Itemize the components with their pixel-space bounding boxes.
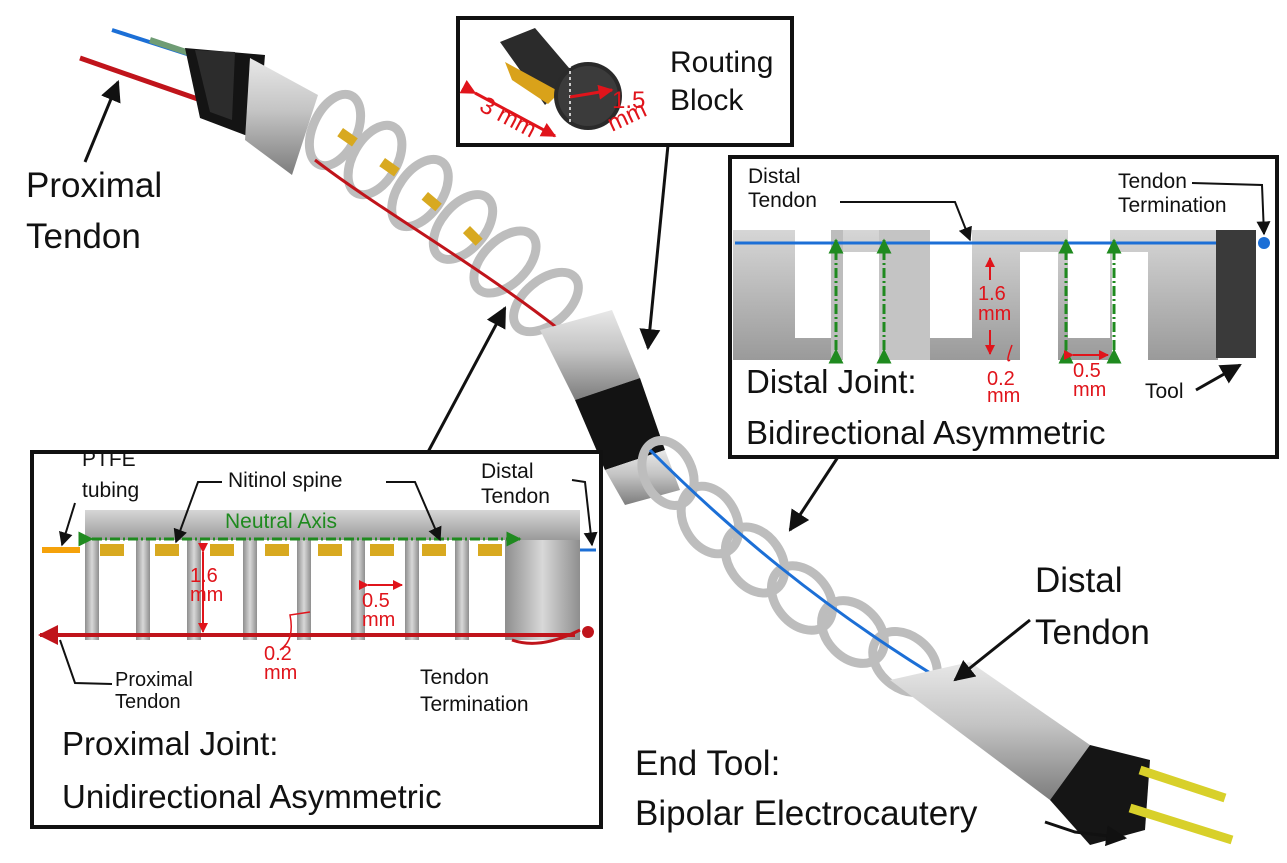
proximal-termination-dot: [582, 626, 594, 638]
distal-joint-inset: 1.6 mm 0.2 mm 0.5 mm Distal Tendon Tendo…: [728, 155, 1279, 459]
end-tool-pointer: [1044, 820, 1128, 847]
distal-inset-tendon-label: Distal: [748, 165, 801, 188]
proximal-inset-tendon-label: Proximal: [115, 669, 193, 691]
distal-dim-gap: 0.5: [1073, 360, 1101, 382]
routing-block-inset: 3 mm 1.5 mm Routing Block: [456, 16, 794, 147]
distal-joint-title-2: Bidirectional Asymmetric: [746, 414, 1105, 451]
distal-inset-tool-label: Tool: [1145, 380, 1184, 403]
proximal-tendon-pointer: [83, 80, 121, 163]
end-gray-segment: [890, 662, 1090, 800]
routing-block-label: Routing: [670, 46, 773, 79]
proximal-rings: [304, 89, 583, 337]
proximal-joint-ribs: [85, 540, 469, 640]
ptfe-label-2: tubing: [82, 479, 139, 502]
proximal-inset-distal-tendon-label: Distal: [481, 460, 534, 483]
routing-block-3d-icon: [459, 28, 622, 138]
tendon-termination-dot: [1258, 237, 1270, 249]
distal-dim-gap-unit: mm: [1073, 379, 1106, 401]
robot-body: [79, 28, 1234, 845]
proximal-inset-termination-label-2: Termination: [420, 693, 529, 716]
proximal-tendon-in-body: [314, 158, 561, 332]
routing-dim-radius: 1.5: [612, 87, 645, 114]
black-base-highlight: [195, 50, 235, 120]
end-tool-label-2: Bipolar Electrocautery: [635, 794, 978, 833]
distal-tendon-label-2: Tendon: [1035, 613, 1150, 652]
distal-inset-termination-label-2: Termination: [1118, 194, 1227, 217]
proximal-inset-termination-label: Tendon: [420, 666, 489, 689]
distal-rings: [637, 436, 942, 698]
distal-tendon-label: Distal: [1035, 561, 1123, 600]
distal-joint-pointer: [788, 456, 840, 532]
proximal-dim-height: 1.6: [190, 565, 218, 587]
proximal-tendon-label: Proximal: [26, 166, 162, 205]
ptfe-label: PTFE: [82, 448, 136, 471]
distal-dim-wall: 0.2: [987, 368, 1015, 390]
electrode-lower: [1128, 803, 1234, 845]
distal-dim-wall-unit: mm: [987, 385, 1020, 407]
proximal-joint-title: Proximal Joint:: [62, 725, 278, 762]
proximal-joint-title-2: Unidirectional Asymmetric: [62, 778, 442, 815]
proximal-inset-distal-tendon-label-2: Tendon: [481, 485, 550, 508]
proximal-inset-tendon-label-2: Tendon: [115, 691, 181, 713]
distal-tendon-pointer: [953, 618, 1031, 682]
proximal-dim-gap-unit: mm: [362, 609, 395, 631]
proximal-tendon-wire: [79, 55, 216, 108]
proximal-joint-inset: 1.6 mm 0.5 mm 0.2 mm PTFE tubing Nitinol…: [30, 448, 603, 829]
proximal-dim-wall: 0.2: [264, 643, 292, 665]
proximal-dim-height-unit: mm: [190, 584, 223, 606]
distal-inset-tendon-label-2: Tendon: [748, 189, 817, 212]
distal-joint-title: Distal Joint:: [746, 363, 917, 400]
proximal-dim-wall-unit: mm: [264, 662, 297, 684]
green-bending-arrows: [828, 238, 1122, 364]
middle-gray-segment: [540, 310, 640, 400]
distal-inset-termination-label: Tendon: [1118, 170, 1187, 193]
distal-dim-height-unit: mm: [978, 303, 1011, 325]
proximal-dim-gap: 0.5: [362, 590, 390, 612]
proximal-joint-pointer: [426, 306, 507, 453]
proximal-tendon-label-2: Tendon: [26, 217, 141, 256]
nitinol-blocks: [100, 544, 502, 556]
neutral-axis-label: Neutral Axis: [225, 510, 337, 533]
electrode-upper: [1138, 765, 1227, 803]
distal-dim-height: 1.6: [978, 283, 1006, 305]
end-tool-black-cone: [1050, 745, 1150, 845]
base-gray-cylinder: [245, 58, 318, 175]
distal-tendon-in-body: [648, 448, 976, 702]
tool-block: [1216, 230, 1256, 358]
end-tool-label: End Tool:: [635, 744, 780, 783]
routing-block-pointer: [639, 144, 670, 351]
nitinol-spine-label: Nitinol spine: [228, 469, 342, 492]
routing-block-label-2: Block: [670, 84, 744, 117]
